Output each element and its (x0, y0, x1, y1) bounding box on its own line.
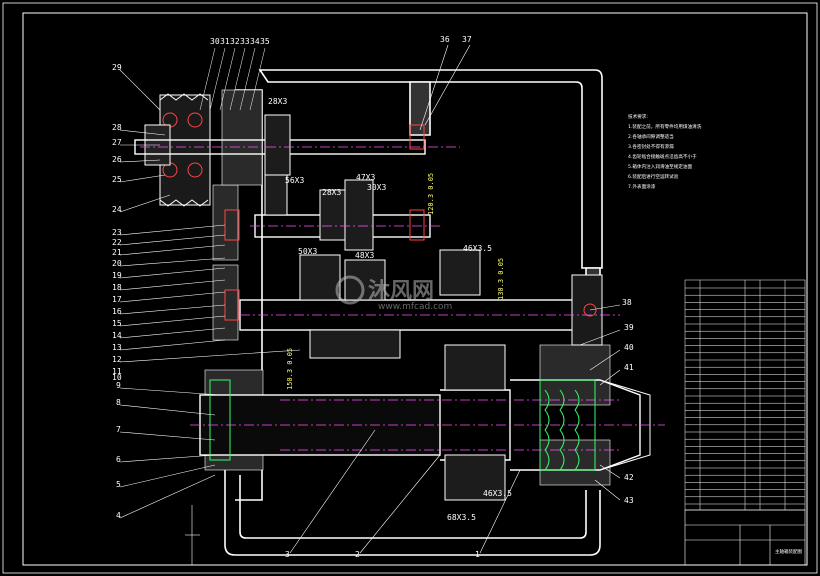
part-label: 35 (260, 37, 270, 46)
tech-note-line: 7.外表面涂漆 (628, 183, 656, 190)
part-label: 17 (112, 295, 122, 304)
part-label: 5 (116, 480, 121, 489)
part-label: 25 (112, 175, 122, 184)
part-label: 34 (250, 37, 260, 46)
watermark: 沐风网 www.mfcad.com (335, 275, 452, 312)
gear-label: 68X3.5 (447, 513, 476, 522)
inner-frame (22, 12, 808, 566)
part-label: 29 (112, 63, 122, 72)
leader-lines (119, 44, 621, 554)
dimension-labels: 120.3 0.05 130.3 0.05 150.3 0.05 (286, 173, 505, 390)
part-label: 20 (112, 259, 122, 268)
watermark-url: www.mfcad.com (378, 302, 452, 312)
part-label: 27 (112, 138, 122, 147)
part-label: 40 (624, 343, 634, 352)
part-label: 28 (112, 123, 122, 132)
parts-list-table (684, 279, 806, 511)
dimension-label: 150.3 0.05 (286, 348, 294, 390)
gear-label: 47X3 (356, 173, 375, 182)
part-label: 9 (116, 381, 121, 390)
tech-note-line: 4.齿轮啮合接触斑点沿齿高不小于 (628, 153, 697, 160)
part-label: 31 (220, 37, 230, 46)
part-labels-top: 30 31 32 33 34 35 36 37 (210, 35, 472, 46)
gear-label: 28X3 (322, 188, 341, 197)
gear-label: 30X3 (367, 183, 386, 192)
tech-notes: 技术要求: 1.装配之前，所有零件均用煤油清洗 2.各轴承间隙调整适当 3.各密… (628, 113, 702, 190)
right-cover (571, 274, 603, 346)
part-label: 12 (112, 355, 122, 364)
part-label: 19 (112, 271, 122, 280)
gear-label: 46X3.5 (483, 489, 512, 498)
part-label: 16 (112, 307, 122, 316)
part-label: 43 (624, 496, 634, 505)
part-label: 13 (112, 343, 122, 352)
crosshair (185, 505, 200, 565)
part-label: 38 (622, 298, 632, 307)
part-label: 11 (112, 367, 122, 376)
part-label: 39 (624, 323, 634, 332)
tech-note-line: 6.装配后进行空运转试验 (628, 173, 679, 180)
pulley-assembly (144, 93, 211, 207)
part-label: 10 (112, 373, 122, 382)
part-label: 7 (116, 425, 121, 434)
part-label: 15 (112, 319, 122, 328)
tech-note-line: 5.箱体内注入润滑油至规定油面 (628, 163, 693, 170)
part-label: 36 (440, 35, 450, 44)
tech-note-line: 技术要求: (628, 113, 648, 120)
part-label: 32 (230, 37, 240, 46)
part-label: 33 (240, 37, 250, 46)
top-leaders (199, 47, 266, 111)
part-label: 41 (624, 363, 634, 372)
part-labels-bottom: 3 2 1 (285, 550, 480, 559)
gear-label: 48X3 (355, 251, 374, 260)
tech-note-line: 3.各密封处不得有渗漏 (628, 143, 674, 150)
dimension-label: 130.3 0.05 (497, 258, 505, 300)
dimension-label: 120.3 0.05 (427, 173, 435, 215)
part-labels-left: 29 28 27 26 25 24 23 22 21 20 19 18 17 1… (112, 63, 122, 520)
part-label: 22 (112, 238, 122, 247)
part-label: 42 (624, 473, 634, 482)
part-label: 1 (475, 550, 480, 559)
gear-labels: 28X3 56X3 28X3 47X3 30X3 50X3 48X3 46X3.… (268, 97, 512, 522)
centerlines (140, 146, 665, 451)
part-label: 8 (116, 398, 121, 407)
gear-label: 28X3 (268, 97, 287, 106)
gear-label: 46X3.5 (463, 244, 492, 253)
gear-label: 50X3 (298, 247, 317, 256)
part-label: 24 (112, 205, 122, 214)
part-label: 14 (112, 331, 122, 340)
part-label: 21 (112, 248, 122, 257)
part-label: 37 (462, 35, 472, 44)
part-label: 23 (112, 228, 122, 237)
part-label: 6 (116, 455, 121, 464)
part-label: 3 (285, 550, 290, 559)
title-block-name: 主轴箱装配图 (775, 548, 802, 555)
part-labels-right: 38 39 40 41 42 43 (622, 298, 634, 505)
part-label: 30 (210, 37, 220, 46)
title-block (684, 509, 806, 566)
part-label: 18 (112, 283, 122, 292)
part-label: 4 (116, 511, 121, 520)
tech-note-line: 2.各轴承间隙调整适当 (628, 133, 674, 140)
gears (264, 114, 506, 501)
watermark-text: 沐风网 (368, 279, 434, 304)
part-label: 2 (355, 550, 360, 559)
tech-note-line: 1.装配之前，所有零件均用煤油清洗 (628, 123, 702, 130)
part-label: 26 (112, 155, 122, 164)
gear-label: 56X3 (285, 176, 304, 185)
